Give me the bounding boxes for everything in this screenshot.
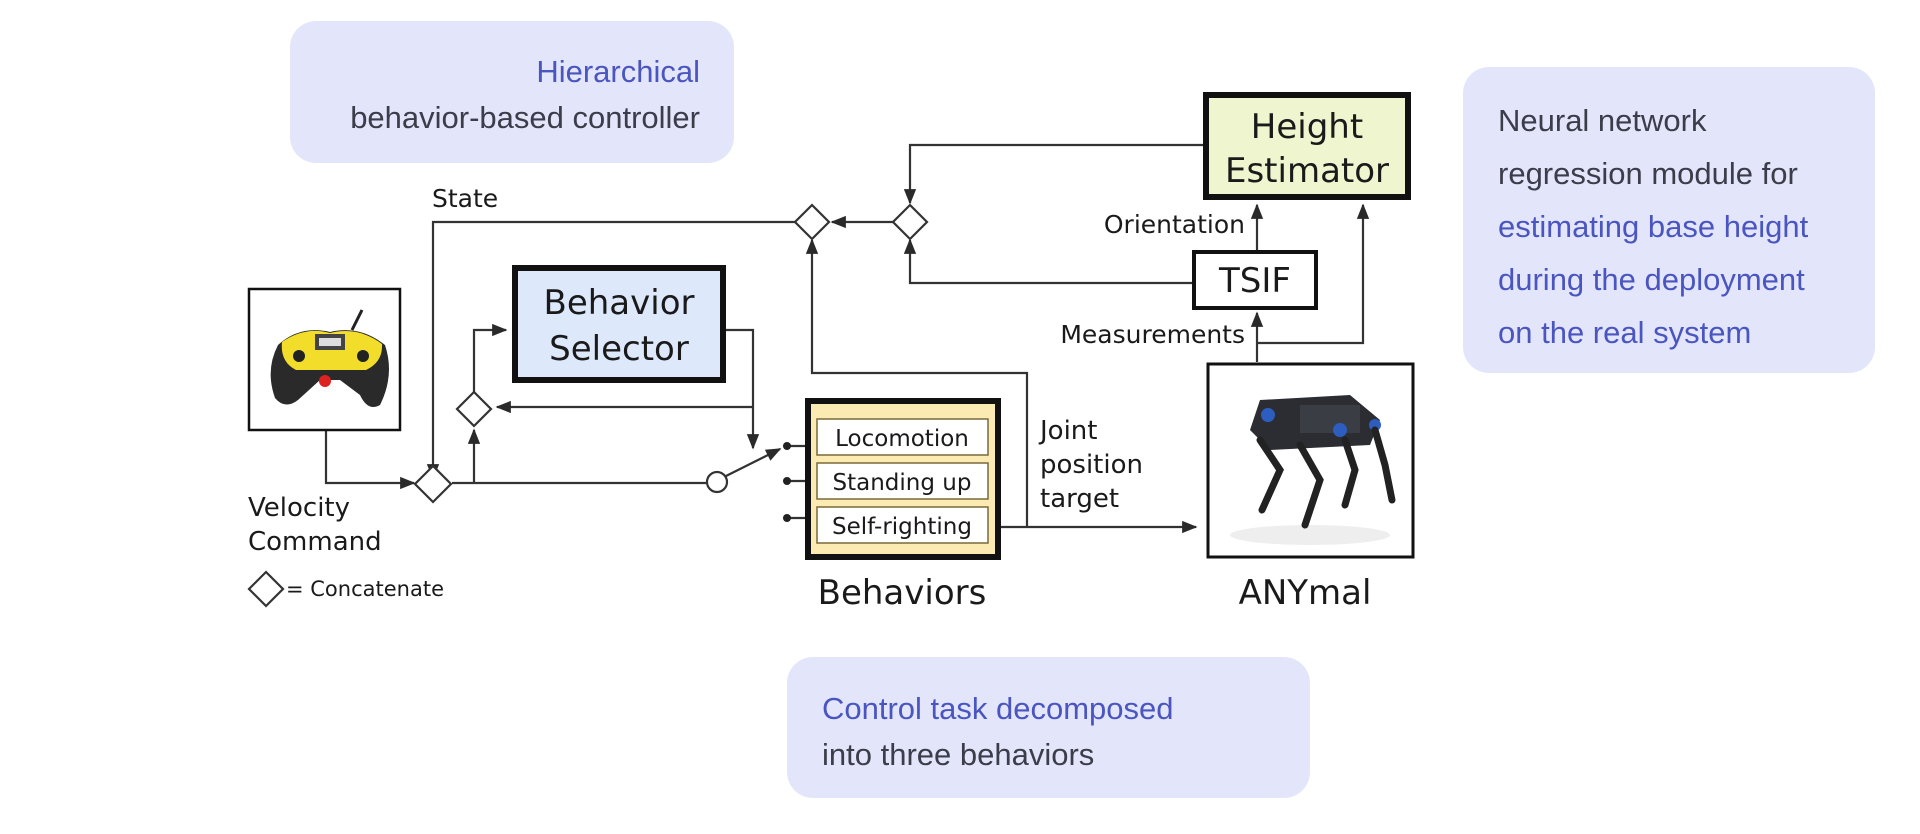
behavior-item-label: Locomotion xyxy=(835,426,969,452)
arrow-tsif-to-concat xyxy=(903,238,1192,285)
height-estimator-line1: Height xyxy=(1251,107,1363,147)
anymal-label: ANYmal xyxy=(1239,573,1372,613)
joint-label-line3: target xyxy=(1040,484,1119,514)
switch-lever xyxy=(725,448,782,477)
behavior-item-label: Self-righting xyxy=(832,514,972,540)
legend-label: = Concatenate xyxy=(286,577,444,601)
behavior-item-standing-up xyxy=(816,462,989,500)
behavior-item-self-righting xyxy=(816,506,989,544)
arrow-velocity-command xyxy=(324,430,416,490)
behavior-selector-line1: Behavior xyxy=(544,283,695,323)
behavior-item-label: Standing up xyxy=(833,470,972,496)
arrow-measurements-to-estimator xyxy=(1257,203,1370,345)
arrow-selector-to-switch xyxy=(726,328,760,450)
velocity-label-line2: Command xyxy=(248,527,382,557)
behavior-selector-block xyxy=(512,265,726,383)
concat-diamond-state xyxy=(793,203,831,241)
height-estimator-line2: Estimator xyxy=(1225,151,1389,191)
velocity-label-line1: Velocity xyxy=(248,493,350,523)
card-line-accent: estimating base height xyxy=(1498,209,1809,244)
behaviors-label: Behaviors xyxy=(818,573,987,613)
annotation-card-behaviors: Control task decomposed into three behav… xyxy=(787,657,1310,798)
switch-contact-dot xyxy=(783,442,791,450)
concat-diamond-main xyxy=(413,464,453,504)
card-line: regression module for xyxy=(1498,156,1798,191)
arrow-estimator-to-concat xyxy=(903,143,1203,205)
joint-label-line2: position xyxy=(1040,450,1143,480)
joint-label-line1: Joint xyxy=(1038,416,1097,446)
gamepad-icon xyxy=(270,309,389,408)
switch-pivot xyxy=(705,470,729,494)
card-body-text: behavior-based controller xyxy=(350,100,700,135)
orientation-label: Orientation xyxy=(1104,210,1245,239)
annotation-card-hierarchical: Hierarchical behavior-based controller xyxy=(290,21,734,163)
measurements-label: Measurements xyxy=(1060,320,1245,349)
arrow-joint-feedback xyxy=(805,238,1029,527)
state-label: State xyxy=(432,184,498,213)
height-estimator-block xyxy=(1203,92,1411,200)
tsif-block xyxy=(1192,250,1318,310)
connector-lines xyxy=(324,143,1370,534)
switch-contact-dot xyxy=(783,514,791,522)
concat-diamond-selector xyxy=(455,390,493,428)
switch-contact-dot xyxy=(783,477,791,485)
behavior-item-locomotion xyxy=(816,418,989,456)
card-line-accent: during the deployment xyxy=(1498,262,1805,297)
card-body-text: into three behaviors xyxy=(822,737,1095,772)
tsif-label: TSIF xyxy=(1218,261,1291,301)
behavior-selector-line2: Selector xyxy=(549,329,689,369)
legend-diamond-icon xyxy=(247,570,285,608)
card-accent-text: Control task decomposed xyxy=(822,691,1174,726)
arrow-state xyxy=(426,220,797,480)
card-accent-text: Hierarchical xyxy=(536,54,700,89)
card-line-accent: on the real system xyxy=(1498,315,1752,350)
anymal-robot-icon xyxy=(1230,395,1396,545)
card-line: Neural network xyxy=(1498,103,1707,138)
concat-diamond-estimator xyxy=(891,203,929,241)
arrow-to-selector xyxy=(472,323,508,406)
annotation-card-height-estimator: Neural network regression module for est… xyxy=(1463,67,1875,373)
